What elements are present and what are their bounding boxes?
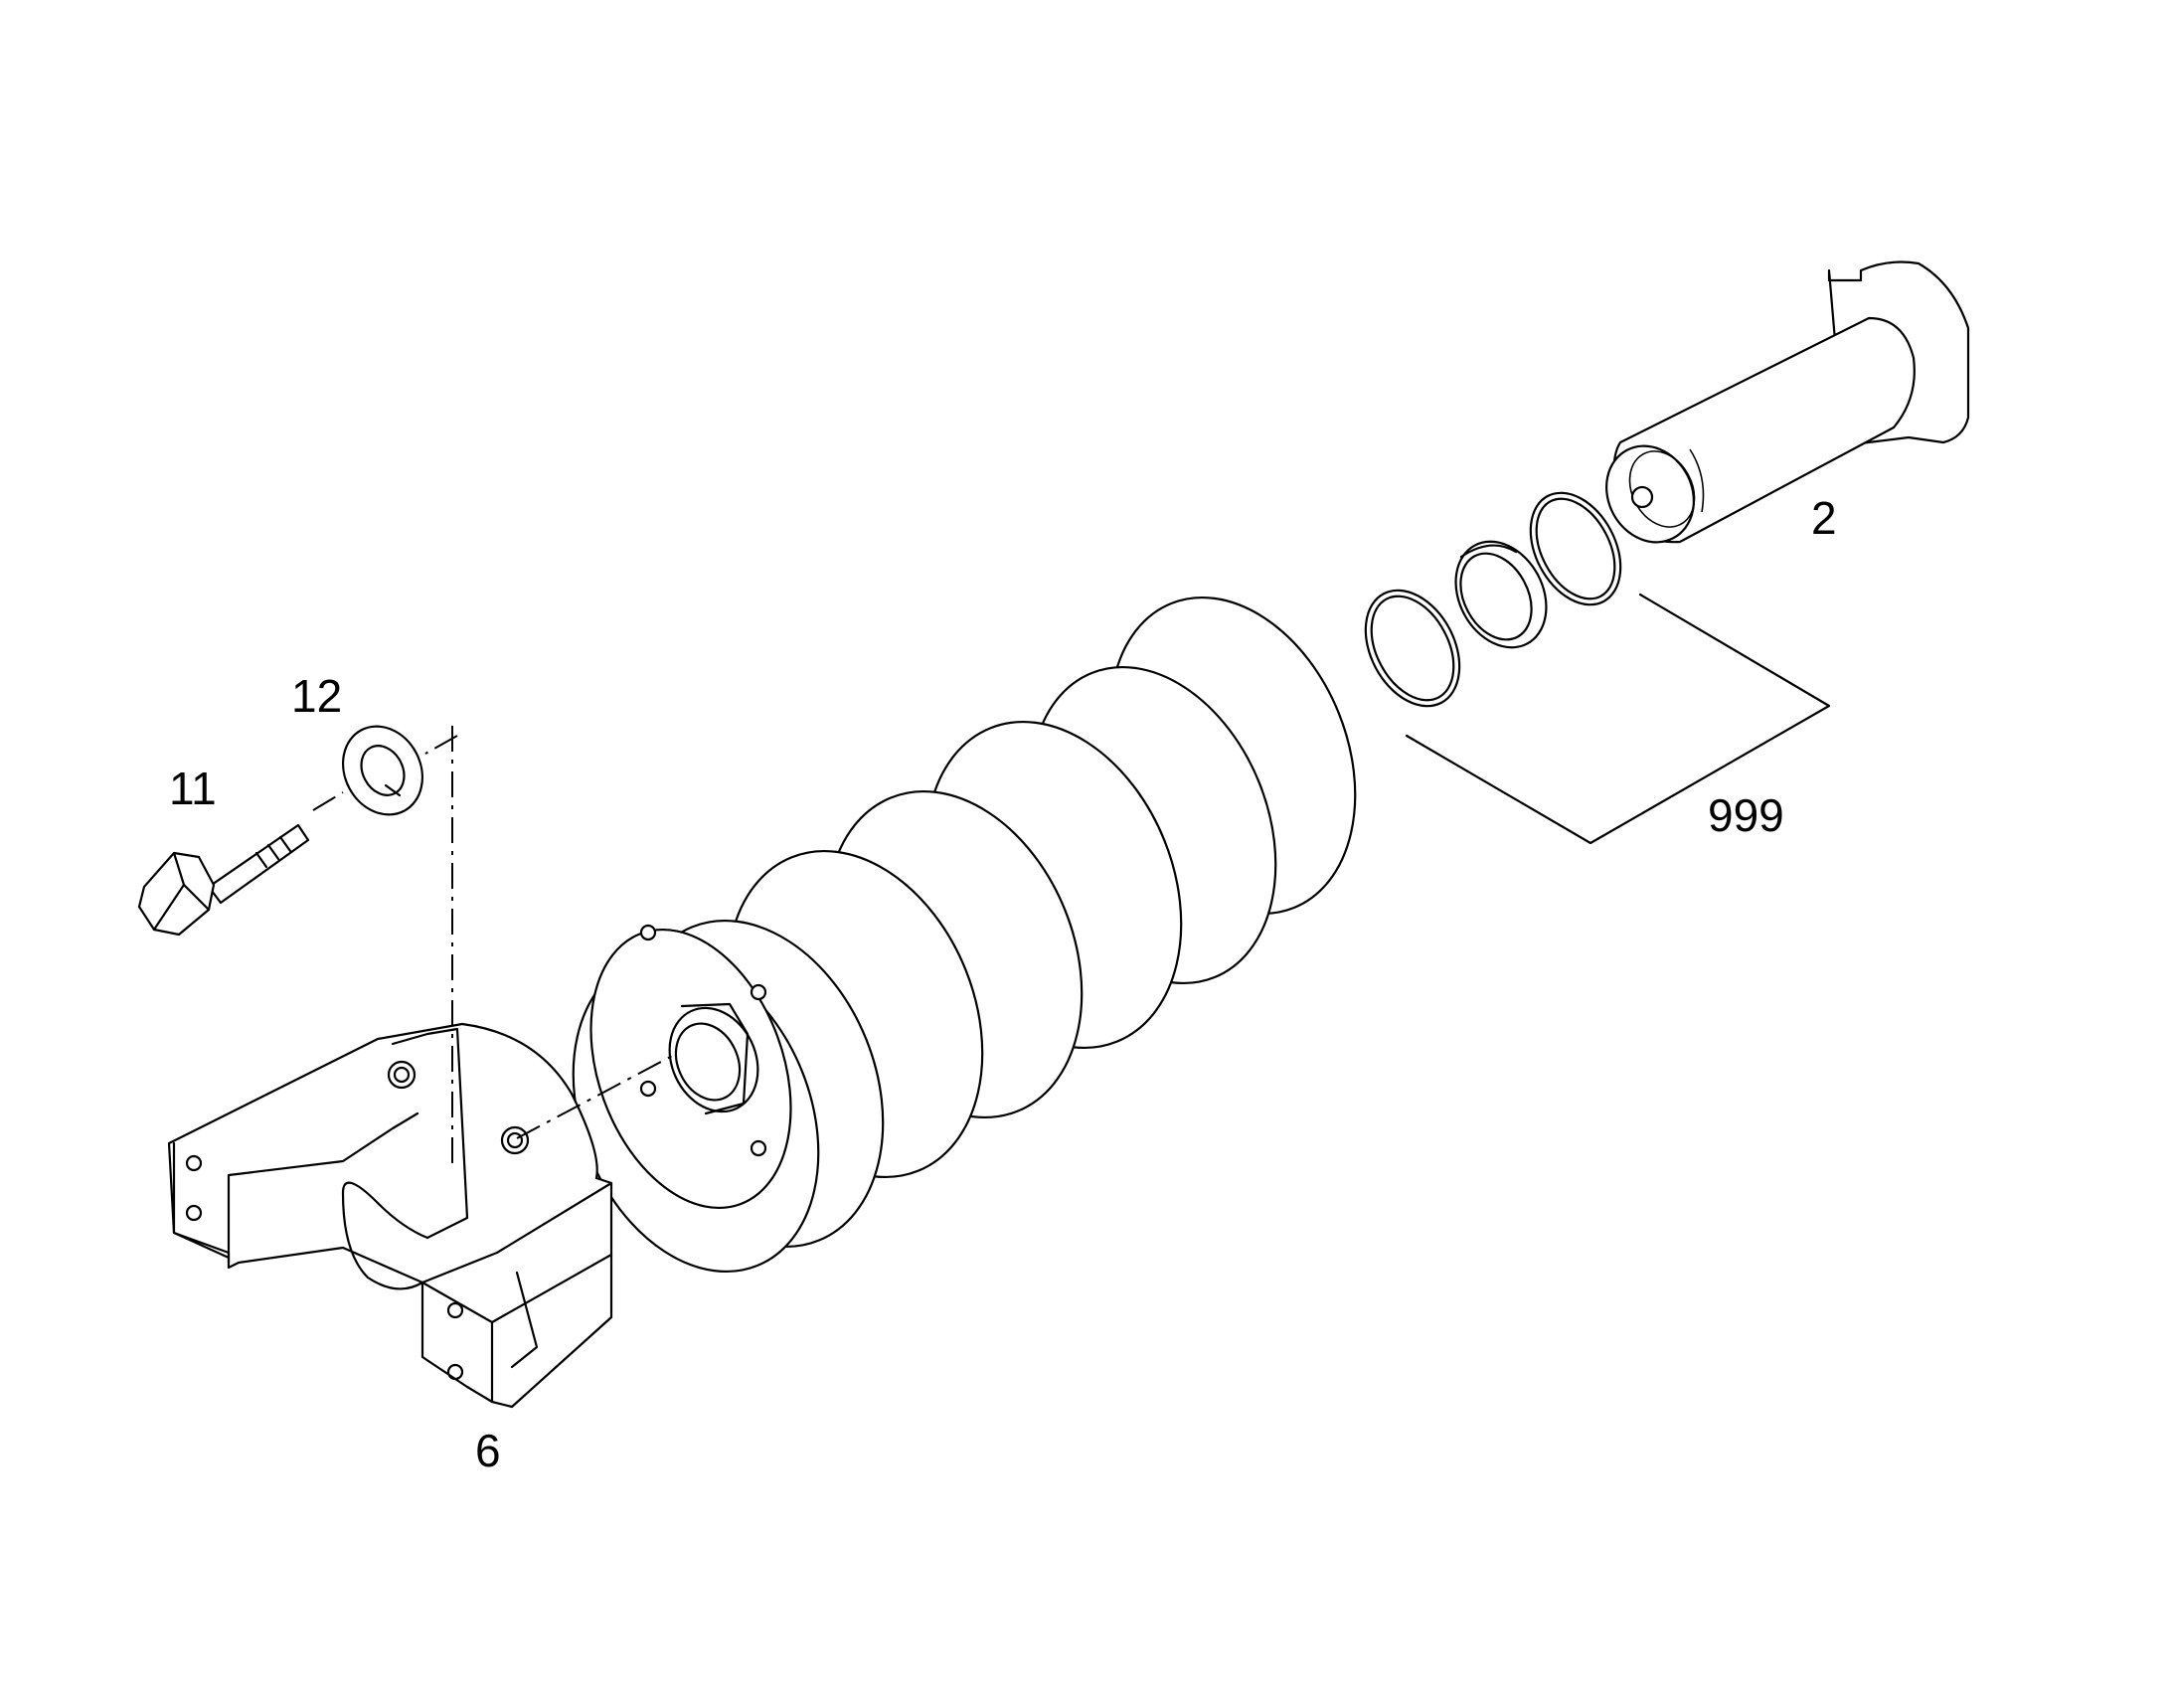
callout-seal-kit: 999 xyxy=(1708,789,1784,841)
callout-bracket: 6 xyxy=(475,1425,501,1476)
seal-rings-drawing xyxy=(1364,491,1622,708)
seal-kit-leader xyxy=(1405,593,1831,845)
callout-bolt: 11 xyxy=(169,763,217,814)
pin-drawing xyxy=(1605,260,1970,544)
assembly-centerlines xyxy=(312,726,677,1168)
callout-pin: 2 xyxy=(1811,492,1837,544)
idler-roller-drawing xyxy=(572,596,1357,1274)
bracket-drawing xyxy=(167,1022,613,1409)
lock-washer-drawing xyxy=(341,725,424,816)
callout-washer: 12 xyxy=(291,670,343,722)
bolt-drawing xyxy=(137,823,310,937)
